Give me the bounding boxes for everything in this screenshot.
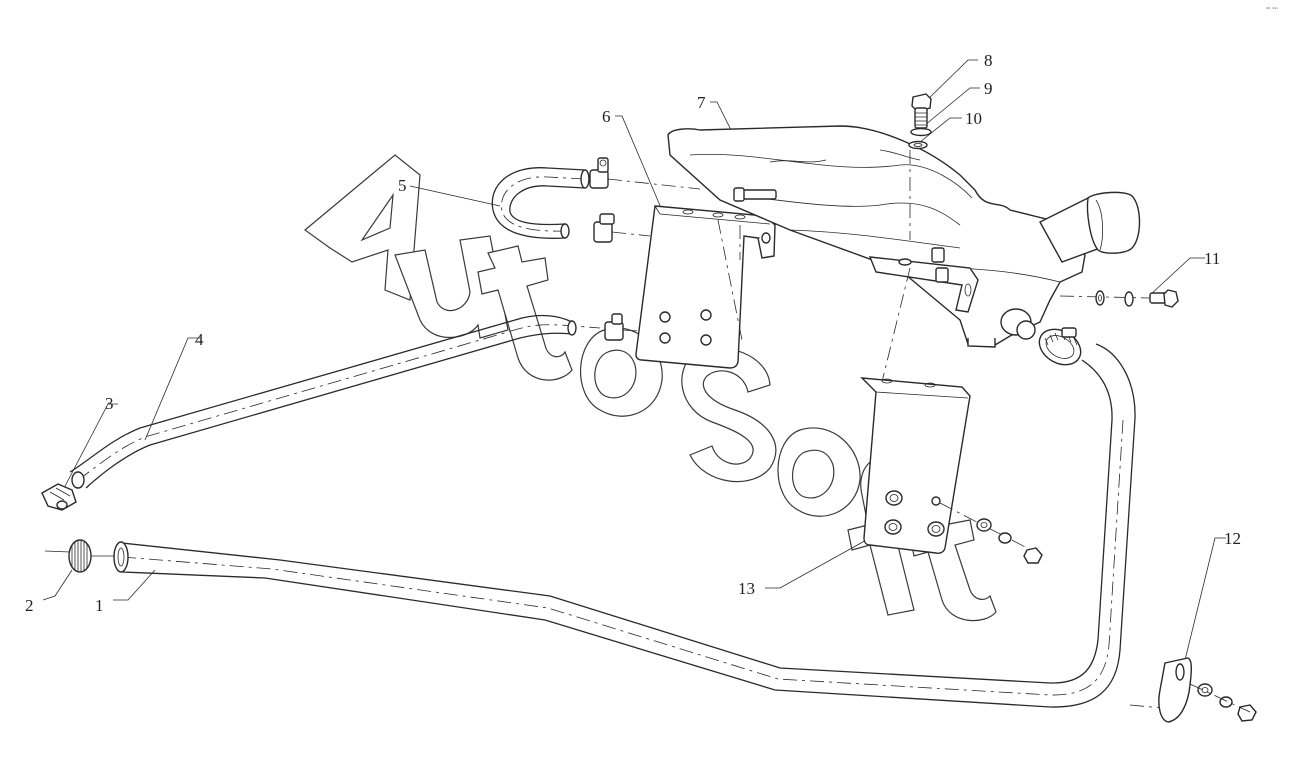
callout-1: 1: [95, 596, 104, 615]
callout-4: 4: [195, 330, 204, 349]
tank-7: [667, 125, 1141, 391]
callout-3: 3: [105, 394, 114, 413]
callout-labels: 1 2 3 4 5 6 7 8 9 10 11 12 13: [25, 51, 1241, 615]
clamp-2: [44, 539, 114, 573]
hose-1: [113, 343, 1136, 708]
callout-9: 9: [984, 79, 993, 98]
callout-5: 5: [398, 176, 407, 195]
callout-13: 13: [738, 579, 755, 598]
bolt-11: [1059, 289, 1179, 308]
u-hose-5: [491, 157, 721, 341]
callout-7: 7: [697, 93, 706, 112]
bracket-6: [635, 205, 776, 369]
bolt-8: [911, 93, 932, 129]
bracket-13: [860, 377, 1043, 564]
hose-4: [69, 314, 601, 489]
callout-10: 10: [965, 109, 982, 128]
clamp-3: [41, 483, 77, 511]
callout-11: 11: [1204, 249, 1220, 268]
callout-6: 6: [602, 107, 611, 126]
hose-clamp: [1038, 327, 1082, 366]
callout-8: 8: [984, 51, 993, 70]
washer-9: [910, 127, 932, 137]
callout-2: 2: [25, 596, 34, 615]
corner-mark: ⁿ⁰ ⁿⁿⁿ: [1266, 7, 1278, 13]
callout-12: 12: [1224, 529, 1241, 548]
clip-12: [1129, 657, 1257, 723]
watermark: [304, 154, 997, 622]
washer-10: [908, 140, 928, 150]
